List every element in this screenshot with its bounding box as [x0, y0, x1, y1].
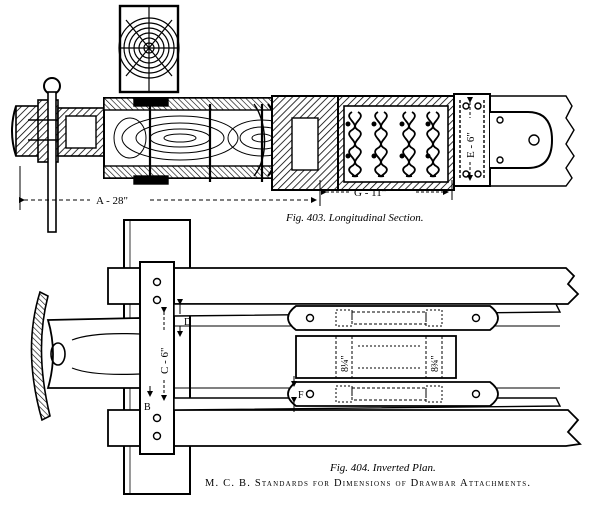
- coupler-head: [11, 77, 70, 233]
- draft-yoke: [103, 97, 297, 185]
- dim-f-label: F: [298, 390, 304, 401]
- fig403-caption: Fig. 403. Longitudinal Section.: [286, 212, 424, 224]
- spring-1: [348, 111, 362, 178]
- strap-plate: [139, 261, 175, 455]
- dim-e-label: E - 6": [465, 132, 477, 158]
- fig404-inverted-plan: [30, 219, 582, 495]
- spring-2: [374, 111, 388, 178]
- plate-title: M. C. B. Standards for Dimensions of Dra…: [205, 478, 532, 489]
- timber-block: [118, 4, 180, 94]
- cell-dim-right: 8¾": [430, 355, 441, 372]
- fig404-number: Fig. 404.: [330, 462, 371, 474]
- coupler-horn: [30, 290, 141, 422]
- dim-d-label: D: [184, 317, 191, 328]
- spring-pocket: [271, 95, 455, 191]
- dim-a-label: A - 28": [96, 195, 128, 207]
- lower-sill: [107, 409, 582, 447]
- drawbar-shank: [57, 107, 124, 157]
- draft-springs: [345, 111, 440, 178]
- dimension-g: [321, 180, 453, 200]
- dim-b-label: B: [144, 402, 151, 413]
- rear-follower: [453, 93, 491, 187]
- dim-c-label: C - 6": [159, 348, 171, 375]
- upper-guide-plate: [287, 305, 499, 331]
- dim-g-label: G - 11": [354, 187, 386, 199]
- upper-sill: [107, 267, 580, 305]
- fig403-number: Fig. 403.: [286, 212, 327, 224]
- fig403-longitudinal-section: [11, 4, 575, 233]
- spring-3: [402, 111, 416, 178]
- dimension-a: [19, 166, 321, 210]
- follower-block: [295, 335, 457, 379]
- cell-dim-left: 8¼": [340, 355, 351, 372]
- spring-4: [426, 111, 440, 178]
- fig404-caption: Fig. 404. Inverted Plan.: [330, 462, 436, 474]
- fig403-title: Longitudinal Section.: [328, 212, 424, 224]
- fig404-title: Inverted Plan.: [372, 462, 436, 474]
- lower-guide-plate: [287, 381, 499, 407]
- draft-lug: [490, 95, 575, 187]
